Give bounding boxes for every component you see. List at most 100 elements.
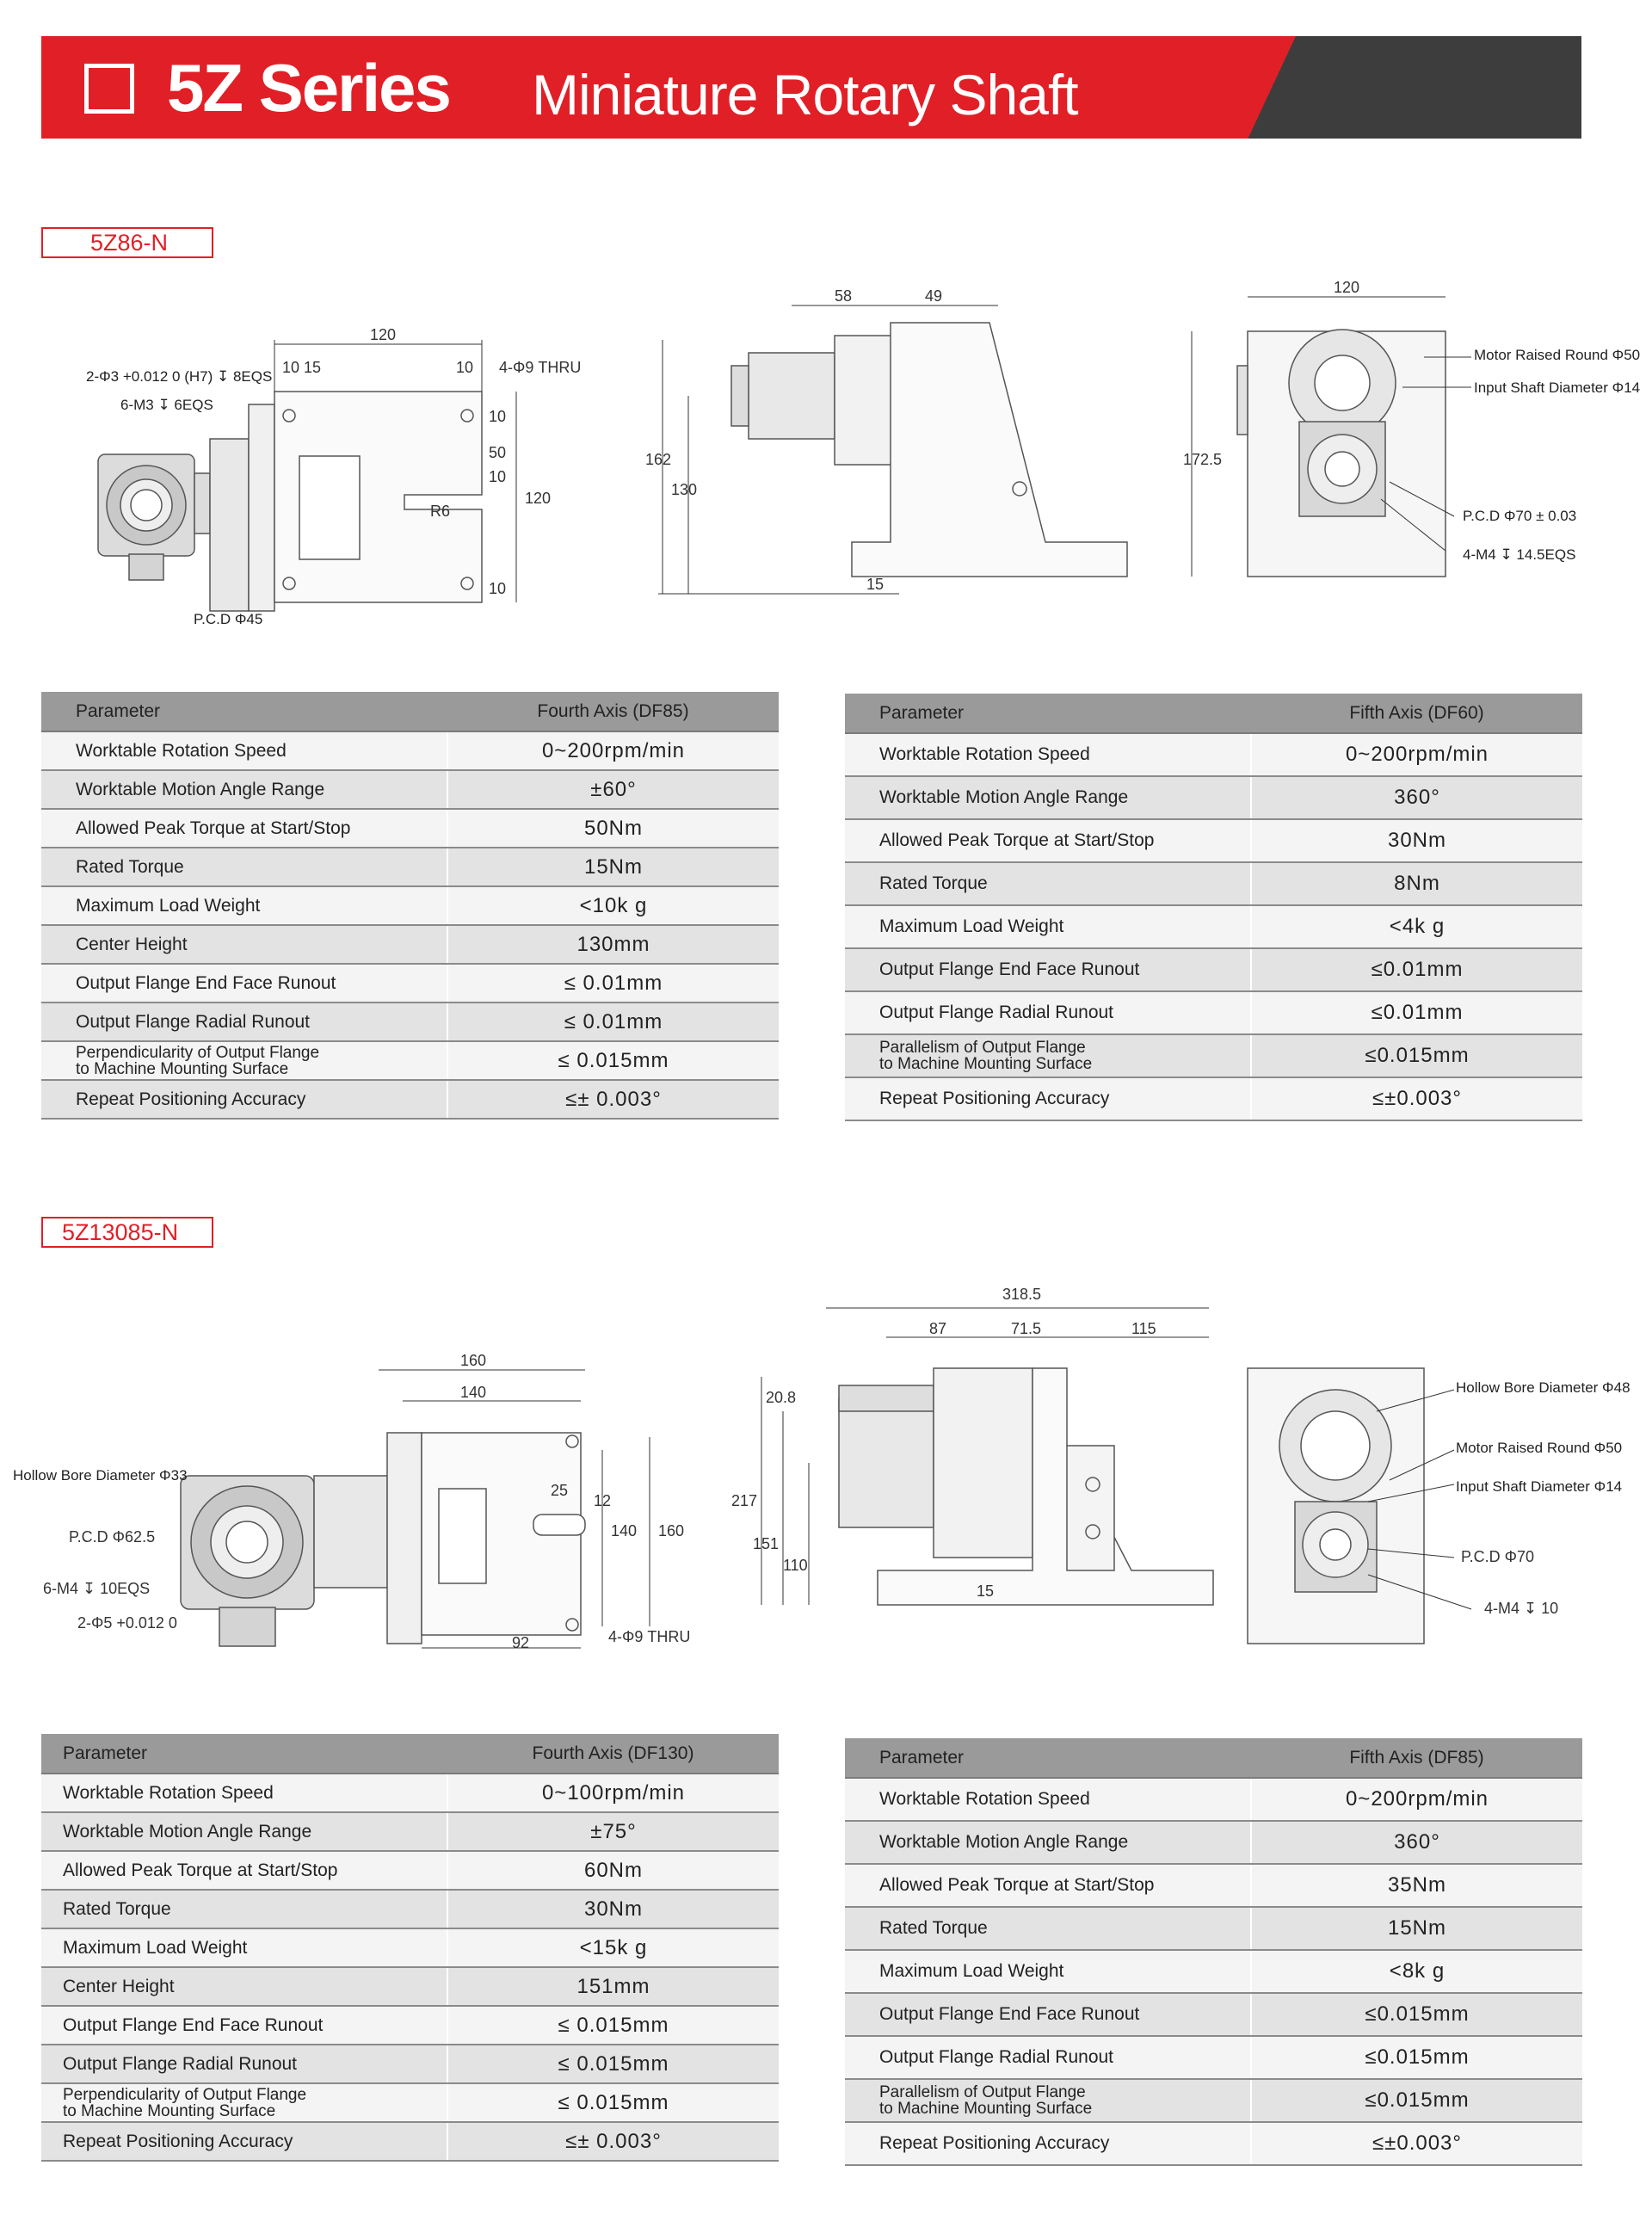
table-row: Output Flange Radial Runout≤0.015mm [845,2036,1582,2080]
table-row: Maximum Load Weight<15k g [41,1928,779,1968]
param-cell: Repeat Positioning Accuracy [41,2122,447,2162]
dim-label: 120 [370,326,396,343]
dim-label: P.C.D Φ62.5 [69,1528,155,1545]
table-row: Output Flange Radial Runout≤ 0.01mm [41,1003,779,1042]
table-header: Fourth Axis (DF130) [447,1734,779,1774]
spec-table-5z86-fifth: Parameter Fifth Axis (DF60) Worktable Ro… [845,694,1582,1121]
param-cell: Output Flange Radial Runout [41,1003,447,1042]
value-cell: ≤ 0.01mm [447,1003,779,1042]
value-cell: 360° [1250,776,1582,820]
param-cell: Rated Torque [41,848,447,887]
dim-label: 6-M4 ↧ 10EQS [43,1580,150,1597]
dim-label: 160 [658,1522,684,1539]
dim-label: 140 [460,1384,486,1401]
table-row: Maximum Load Weight<10k g [41,886,779,926]
table-row: Repeat Positioning Accuracy≤±0.003° [845,1077,1582,1121]
param-cell: Perpendicularity of Output Flange to Mac… [41,1041,447,1081]
dim-label: P.C.D Φ70 ± 0.03 [1463,508,1576,524]
table-row: Output Flange End Face Runout≤0.015mm [845,1993,1582,2037]
dim-label: 110 [783,1557,808,1574]
value-cell: 30Nm [447,1890,779,1929]
value-cell: 50Nm [447,809,779,848]
model-tag-5z86: 5Z86-N [41,227,213,258]
param-cell: Repeat Positioning Accuracy [845,2122,1251,2166]
value-cell: ≤±0.003° [1250,1077,1582,1121]
param-cell: Maximum Load Weight [41,1928,447,1968]
dim-label: 50 [489,444,506,461]
value-cell: ±60° [447,770,779,810]
param-cell: Output Flange End Face Runout [845,948,1251,992]
value-cell: ≤0.01mm [1250,991,1582,1035]
param-cell: Maximum Load Weight [845,1950,1251,1994]
dim-label: Motor Raised Round Φ50 [1474,347,1640,363]
param-cell: Maximum Load Weight [845,905,1251,949]
table-header: Fifth Axis (DF60) [1251,694,1582,734]
param-cell: Worktable Rotation Speed [845,1778,1251,1822]
dim-label: 10 15 [282,359,321,376]
table-header: Parameter [845,1738,1251,1779]
table-row: Parallelism of Output Flange to Machine … [845,2079,1582,2123]
dim-label: 4-Φ9 THRU [608,1628,690,1645]
value-cell: ≤ 0.015mm [447,1041,779,1081]
dim-label: Hollow Bore Diameter Φ48 [1456,1379,1630,1396]
param-cell: Rated Torque [845,1907,1251,1951]
value-cell: 8Nm [1250,862,1582,906]
value-cell: 15Nm [1250,1907,1582,1951]
table-header: Parameter [845,694,1251,734]
param-cell: Maximum Load Weight [41,886,447,926]
param-cell: Output Flange Radial Runout [845,2036,1251,2080]
param-cell: Worktable Rotation Speed [845,733,1251,777]
dim-label: 115 [1131,1320,1156,1337]
table-row: Maximum Load Weight<4k g [845,905,1582,949]
dim-label: 4-M4 ↧ 14.5EQS [1463,546,1575,563]
param-cell: Rated Torque [41,1890,447,1929]
value-cell: <4k g [1250,905,1582,949]
value-cell: ≤ 0.01mm [447,964,779,1003]
drawing-5z86-side: 58 49 162 130 15 [641,284,1140,628]
param-cell: Parallelism of Output Flange to Machine … [845,1034,1251,1078]
drawing-5z13085-top: Hollow Bore Diameter Φ48 Motor Raised Ro… [1239,1360,1643,1652]
param-cell: Parallelism of Output Flange to Machine … [845,2079,1251,2123]
param-cell: Worktable Rotation Speed [41,731,447,771]
dim-label: 10 [456,359,473,376]
table-row: Worktable Motion Angle Range±75° [41,1812,779,1852]
value-cell: 0~200rpm/min [1250,1778,1582,1822]
param-cell: Output Flange Radial Runout [41,2045,447,2084]
value-cell: <10k g [447,886,779,926]
value-cell: ≤0.01mm [1250,948,1582,992]
value-cell: ≤± 0.003° [447,2122,779,2162]
value-cell: 60Nm [447,1851,779,1891]
table-row: Worktable Motion Angle Range±60° [41,770,779,810]
table-row: Output Flange Radial Runout≤0.01mm [845,991,1582,1035]
dim-label: 87 [929,1320,946,1337]
dim-label: 160 [460,1352,486,1369]
dim-label: 10 [489,408,506,425]
param-cell: Center Height [41,925,447,965]
dim-label: 2-Φ3 +0.012 0 (H7) ↧ 8EQS [86,368,272,385]
value-cell: 151mm [447,1967,779,2007]
table-row: Output Flange Radial Runout≤ 0.015mm [41,2045,779,2084]
value-cell: ≤0.015mm [1250,2079,1582,2123]
dim-label: 10 [489,468,506,485]
dim-label: 12 [594,1492,611,1509]
dim-label: 49 [925,287,942,305]
table-row: Repeat Positioning Accuracy≤± 0.003° [41,2122,779,2162]
param-cell: Allowed Peak Torque at Start/Stop [41,809,447,848]
dim-label: P.C.D Φ45 [194,611,262,627]
value-cell: 0~100rpm/min [447,1774,779,1813]
dim-label: 15 [866,576,884,593]
param-cell: Center Height [41,1967,447,2007]
param-cell: Output Flange End Face Runout [41,964,447,1003]
dim-label: 20.8 [766,1389,796,1406]
table-row: Parallelism of Output Flange to Machine … [845,1034,1582,1078]
value-cell: ≤ 0.015mm [447,2045,779,2084]
dim-label: 151 [753,1535,779,1552]
param-cell: Worktable Rotation Speed [41,1774,447,1813]
